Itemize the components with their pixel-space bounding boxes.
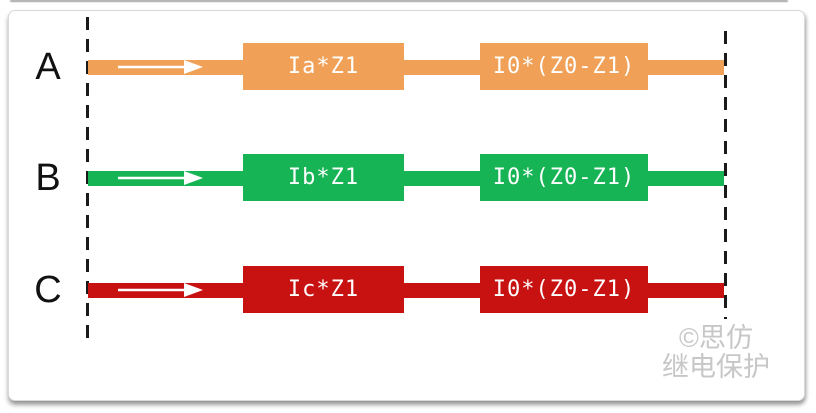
watermark-line-2: 继电保护	[662, 352, 770, 382]
watermark: ©思仿 继电保护	[628, 324, 804, 382]
right-dashed-boundary	[724, 31, 727, 319]
phase-label: A	[35, 46, 61, 88]
watermark-line-1: ©思仿	[679, 323, 753, 353]
current-direction-arrow-icon	[118, 283, 203, 297]
impedance-label: Ib*Z1	[287, 165, 360, 190]
phase-label: C	[34, 269, 62, 311]
impedance-box-z0-z1: I0*(Z0-Z1)	[480, 154, 648, 201]
impedance-label: I0*(Z0-Z1)	[492, 277, 636, 302]
impedance-label: I0*(Z0-Z1)	[492, 165, 636, 190]
impedance-box-z0-z1: I0*(Z0-Z1)	[480, 43, 648, 90]
top-edge-shadow	[10, 0, 788, 2]
impedance-label: Ic*Z1	[287, 277, 360, 302]
phase-row-b: B Ib*Z1 I0*(Z0-Z1)	[0, 154, 816, 202]
current-direction-arrow-icon	[118, 171, 203, 185]
impedance-box-z1: Ib*Z1	[243, 154, 404, 201]
phase-row-c: C Ic*Z1 I0*(Z0-Z1)	[0, 266, 816, 314]
phase-label: B	[35, 157, 61, 199]
impedance-label: I0*(Z0-Z1)	[492, 54, 636, 79]
impedance-box-z1: Ic*Z1	[243, 266, 404, 313]
impedance-box-z1: Ia*Z1	[243, 43, 404, 90]
phase-row-a: A Ia*Z1 I0*(Z0-Z1)	[0, 43, 816, 91]
impedance-label: Ia*Z1	[287, 54, 360, 79]
impedance-box-z0-z1: I0*(Z0-Z1)	[480, 266, 648, 313]
left-dashed-boundary	[86, 17, 89, 339]
current-direction-arrow-icon	[118, 60, 203, 74]
diagram-card	[8, 10, 805, 401]
